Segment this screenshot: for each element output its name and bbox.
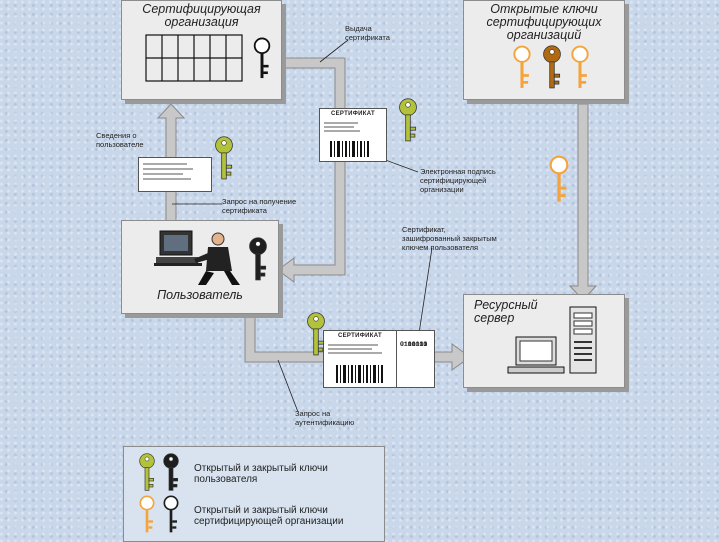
server-box: Ресурсный сервер [463, 294, 625, 388]
issue-cert-arrow [275, 57, 346, 283]
keys-box: Открытые ключи сертифицирующих организац… [463, 0, 625, 100]
legend-user-keys: Открытый и закрытый ключи пользователя [194, 463, 328, 485]
auth-cert-text-lines [328, 344, 382, 354]
auth-certificate: СЕРТИФИКАТ 0110010 0100111 0101110 01111… [323, 330, 435, 388]
server-title: Ресурсный сервер [474, 298, 538, 325]
user-box: Пользователь [121, 220, 279, 314]
ca-signature-label: Электронная подпись сертифицирующей орга… [420, 167, 496, 194]
issued-certificate: СЕРТИФИКАТ [319, 108, 387, 162]
cert-encrypted-label: Сертификат, зашифрованный закрытым ключе… [402, 225, 497, 252]
legend-orange-key-icon [139, 495, 155, 534]
document-lines [143, 163, 193, 180]
user-info-label: Сведения о пользователе [96, 131, 144, 149]
ca-grid [145, 34, 243, 82]
user-key-icon [249, 237, 267, 281]
user-computer-icon [154, 230, 240, 285]
barcode [330, 141, 369, 157]
signature-key-icon [399, 98, 417, 142]
user-info-key-icon [215, 136, 233, 180]
user-info-document [138, 157, 212, 192]
legend-ca-keys: Открытый и закрытый ключи сертифицирующе… [194, 505, 344, 527]
cert-text-lines [324, 122, 360, 132]
binary-line: 0111101 [400, 341, 428, 348]
ca-box: Сертифицирующая организация [121, 0, 282, 100]
certificate-title: СЕРТИФИКАТ [330, 111, 376, 117]
binary-line: 0101110 [400, 341, 428, 348]
auth-key-icon [307, 312, 325, 356]
auth-request-label: Запрос на аутентификацию [295, 409, 355, 427]
cert-request-label: Запрос на получение сертификата [222, 197, 297, 215]
auth-barcode [336, 365, 383, 383]
keys-title: Открытые ключи сертифицирующих организац… [486, 2, 602, 42]
ca-title: Сертифицирующая организация [142, 2, 261, 29]
binary-line: 0110010 [400, 341, 428, 348]
user-title: Пользователь [157, 288, 243, 302]
issue-cert-label: Выдача сертификата [345, 24, 390, 42]
server-computer-icon [507, 336, 565, 374]
legend-green-key-icon [139, 453, 155, 491]
legend-dark-key-icon [163, 453, 179, 491]
legend-black-key-icon [163, 495, 179, 534]
binary-line: 0110100 [400, 341, 428, 348]
keys-to-server-arrow [568, 103, 598, 301]
ca-public-key-icon [549, 155, 569, 203]
legend: Открытый и закрытый ключи пользователя О… [123, 446, 385, 542]
auth-certificate-title: СЕРТИФИКАТ [337, 333, 383, 339]
server-tower-icon [569, 306, 597, 374]
binary-line: 0100111 [400, 341, 428, 348]
